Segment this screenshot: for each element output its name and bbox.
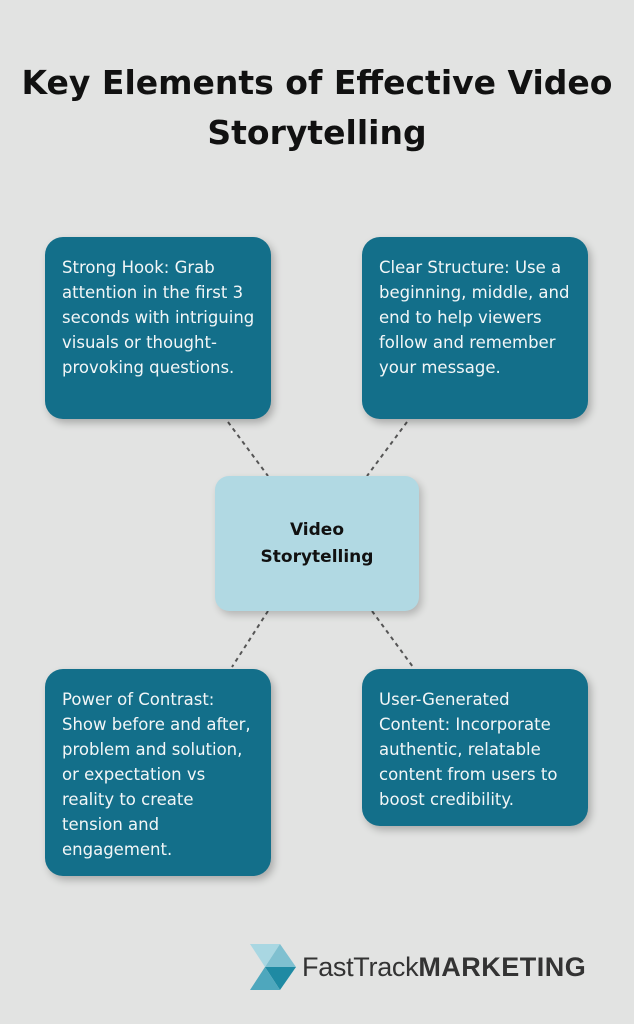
page-title: Key Elements of Effective Video Storytel… [21,63,613,152]
logo-text-bold: MARKETING [418,951,587,982]
center-node: Video Storytelling [215,476,419,611]
connector-top-left [227,421,269,477]
connector-bottom-left [231,610,269,668]
connector-top-right [366,421,408,477]
box-user-generated-content: User-Generated Content: Incorporate auth… [362,669,588,826]
fasttrack-logo: FastTrackMARKETING [250,944,586,990]
box-clear-structure: Clear Structure: Use a beginning, middle… [362,237,588,419]
logo-text-light: FastTrack [302,951,419,982]
logo-icon [250,944,296,990]
connector-bottom-right [371,610,414,668]
box-strong-hook: Strong Hook: Grab attention in the first… [45,237,271,419]
box-power-of-contrast: Power of Contrast: Show before and after… [45,669,271,876]
